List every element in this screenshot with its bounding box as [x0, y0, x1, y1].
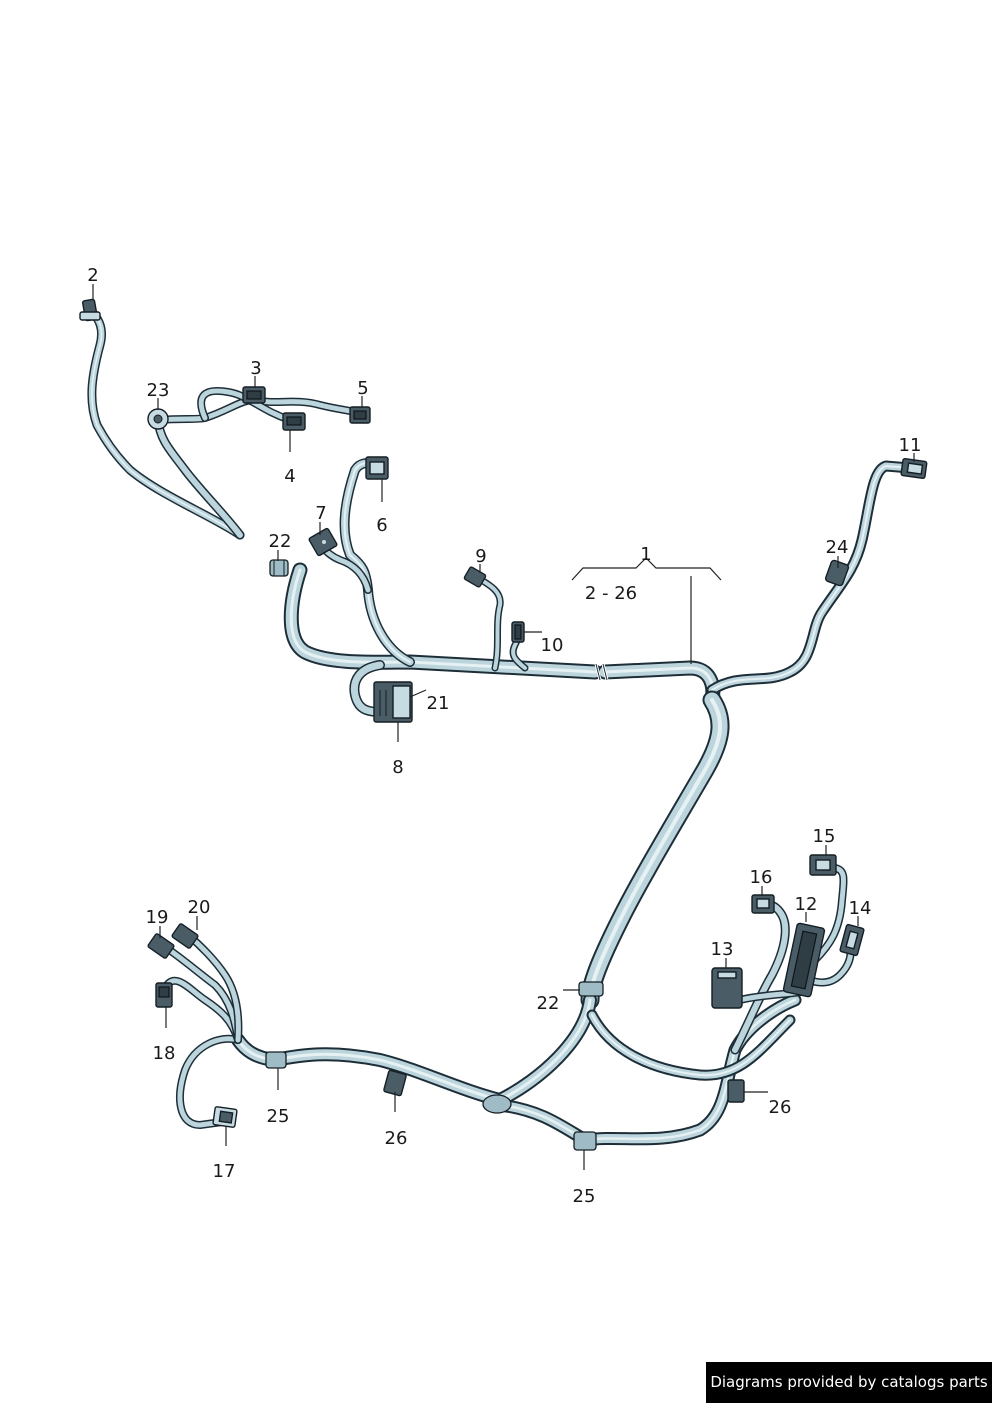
callout-11: 11	[899, 435, 922, 456]
callout-26-left: 26	[385, 1128, 408, 1149]
callout-15: 15	[813, 826, 836, 847]
callout-25-right: 25	[573, 1186, 596, 1207]
callout-24: 24	[826, 537, 849, 558]
callout-1: 1	[640, 544, 651, 565]
callout-21: 21	[427, 693, 450, 714]
callout-16: 16	[750, 867, 773, 888]
clip-24-icon	[824, 559, 850, 587]
connector-3-icon	[242, 386, 266, 404]
clip-25-left-icon	[265, 1051, 287, 1069]
harness-wires	[92, 312, 910, 1140]
connector-17-icon	[212, 1106, 238, 1128]
connector-11-icon	[900, 457, 928, 480]
connector-20-icon	[171, 923, 199, 949]
callout-22-lower: 22	[537, 993, 560, 1014]
callout-6: 6	[376, 515, 387, 536]
footer-banner: Diagrams provided by catalogs parts	[706, 1362, 992, 1403]
connector-15-icon	[809, 854, 837, 876]
clip-22-lower-icon	[578, 981, 604, 997]
callout-5: 5	[357, 378, 368, 399]
callout-12: 12	[795, 894, 818, 915]
callout-17: 17	[213, 1161, 236, 1182]
connector-19-icon	[147, 933, 175, 959]
callout-26-right: 26	[769, 1097, 792, 1118]
callout-23: 23	[147, 380, 170, 401]
connector-2-icon	[79, 298, 101, 322]
ground-eyelet-23-icon	[147, 408, 169, 430]
callout-8: 8	[392, 757, 403, 778]
callout-14: 14	[849, 898, 872, 919]
harness-components	[79, 298, 928, 1151]
callout-3: 3	[250, 358, 261, 379]
leader-lines	[92, 284, 915, 1170]
module-13-icon	[711, 967, 743, 1009]
clip-22-upper-icon	[269, 559, 289, 577]
callout-range: 2 - 26	[585, 583, 637, 604]
callout-7: 7	[315, 503, 326, 524]
clip-26-right-icon	[727, 1079, 745, 1103]
callout-13: 13	[711, 939, 734, 960]
connector-5-icon	[349, 406, 371, 424]
junction-band-icon	[482, 1094, 512, 1114]
callout-labels: 1 2 - 26 2 3 4 5 6 7 8 9 10 11 12 13 14 …	[87, 265, 921, 1207]
connector-4-icon	[282, 412, 306, 431]
clip-26-left-icon	[383, 1069, 407, 1097]
connector-10-icon	[511, 621, 525, 643]
callout-4: 4	[284, 466, 295, 487]
connector-12-icon	[782, 922, 826, 998]
clip-25-right-icon	[573, 1131, 597, 1151]
callout-18: 18	[153, 1043, 176, 1064]
callout-10: 10	[541, 635, 564, 656]
callout-22-upper: 22	[269, 531, 292, 552]
callout-25-left: 25	[267, 1106, 290, 1127]
connector-18-icon	[155, 982, 173, 1008]
callout-19: 19	[146, 907, 169, 928]
callout-2: 2	[87, 265, 98, 286]
callout-9: 9	[475, 546, 486, 567]
connector-7-icon	[308, 527, 338, 557]
connector-16-icon	[751, 894, 775, 914]
control-module-8-icon	[373, 681, 413, 723]
callout-20: 20	[188, 897, 211, 918]
connector-14-icon	[839, 923, 865, 957]
connector-6-icon	[365, 456, 389, 480]
